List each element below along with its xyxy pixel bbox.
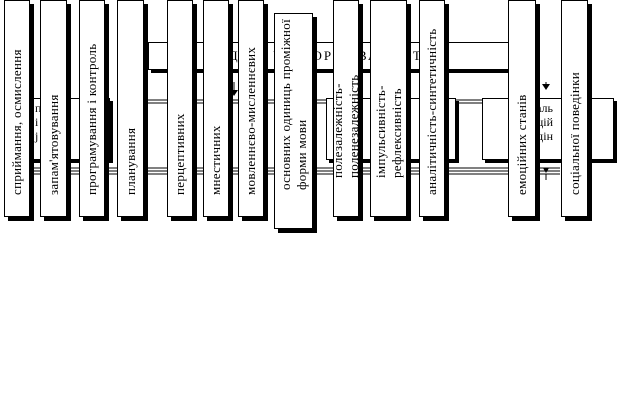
column-label: мнестичних	[208, 125, 223, 195]
column-line: імпульсивність-	[372, 85, 388, 178]
column-label: соціальної поведінки	[567, 72, 582, 195]
column-label: імпульсивність-рефлексивність	[373, 85, 405, 178]
column-label: планування	[123, 128, 138, 195]
column-label: програмування і контроль	[84, 44, 99, 195]
column-line: основних одиниць проміжної	[277, 19, 293, 190]
column-field-dependence: полезалежність-поленезалежність	[333, 0, 359, 217]
column-line: форми мови	[293, 119, 309, 190]
column-label: перцептивних	[172, 113, 187, 195]
column-emotional-states: емоційних станів	[508, 0, 536, 217]
column-line: планування	[122, 127, 138, 195]
column-line: рефлексивність	[388, 88, 404, 178]
column-speech-thinking: мовленнєво-мисленнєвих	[238, 0, 264, 217]
column-line: сприймання, осмислення	[9, 49, 24, 195]
column-planning: планування	[117, 0, 144, 217]
column-line: мовленнєво-мисленнєвих	[243, 46, 258, 195]
right-category-box: оціаль моцій едін	[482, 98, 614, 160]
column-label: полезалежність-поленезалежність	[333, 74, 359, 178]
column-perceptual: перцептивних	[167, 0, 193, 217]
column-line: аналітичність-синтетичність	[424, 28, 439, 195]
column-memorization: запам'ятовування	[40, 0, 67, 217]
column-line: мнестичних	[208, 125, 223, 195]
column-label: емоційних станів	[514, 94, 529, 195]
column-line: емоційних станів	[514, 94, 529, 195]
column-line: соціальної поведінки	[566, 71, 582, 195]
column-label: мовленнєво-мисленнєвих	[243, 47, 258, 195]
column-label: запам'ятовування	[46, 94, 61, 195]
column-line: поленезалежність	[346, 74, 359, 178]
column-analyticity: аналітичність-синтетичність	[419, 0, 445, 217]
column-mnestic: мнестичних	[203, 0, 229, 217]
column-line: програмування і контроль	[84, 43, 99, 195]
column-line: полезалежність-	[333, 83, 345, 178]
column-label: сприймання, осмислення	[9, 49, 24, 195]
column-programming: програмування і контроль	[79, 0, 105, 217]
column-social-behavior: соціальної поведінки	[561, 0, 588, 217]
left-box-line-1: п	[35, 101, 42, 115]
column-label: аналітичність-синтетичність	[424, 28, 439, 195]
right-box-line-3: едін	[531, 129, 553, 143]
column-impulsivity: імпульсивність-рефлексивність	[370, 0, 407, 217]
column-line: перцептивних	[172, 113, 187, 195]
column-line: запам'ятовування	[45, 94, 61, 195]
column-perception: сприймання, осмислення	[4, 0, 30, 217]
